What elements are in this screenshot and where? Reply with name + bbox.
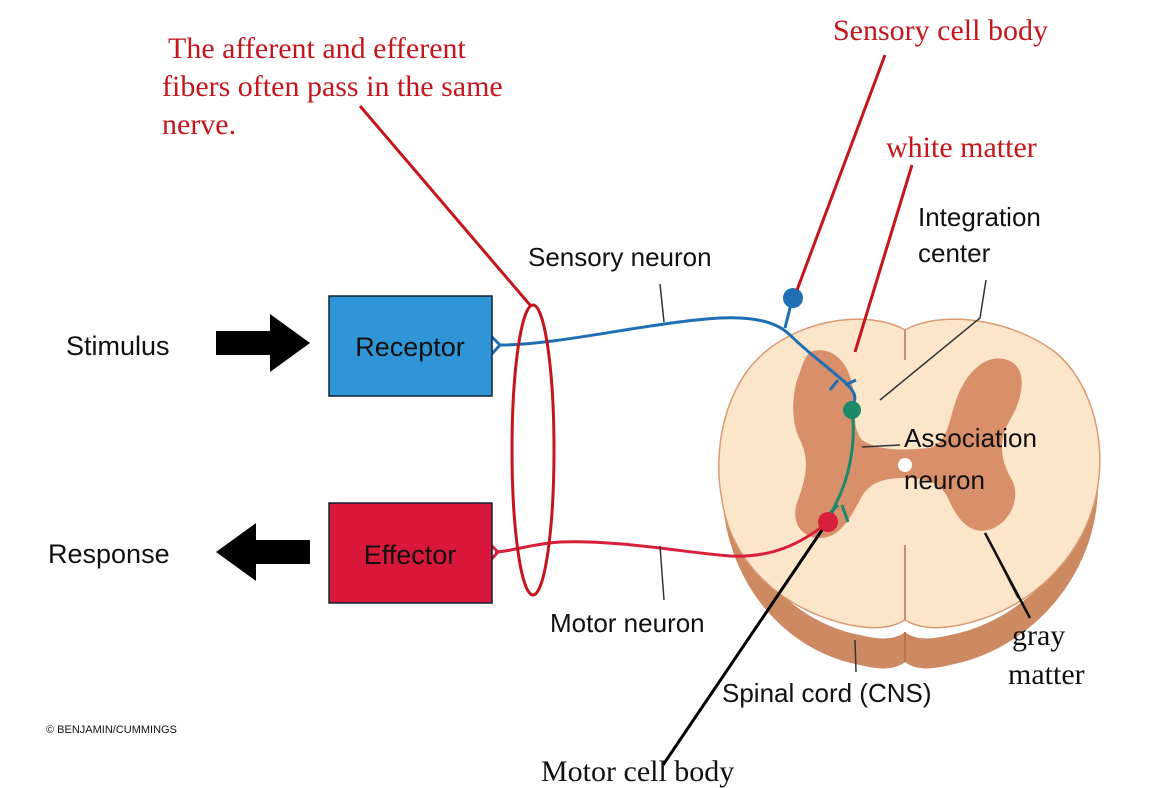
effector-label: Effector (364, 540, 457, 570)
sensory-cell-body (783, 288, 803, 308)
afferent-efferent-note-1: The afferent and efferent (168, 32, 467, 65)
integration-center-label-1: Integration (918, 202, 1041, 232)
receptor-label: Receptor (355, 332, 465, 362)
motor-cell-body-note: Motor cell body (541, 755, 734, 788)
effector: Effector (329, 503, 492, 603)
association-neuron-label-1: Association (904, 423, 1037, 453)
afferent-efferent-note-2: fibers often pass in the same (162, 70, 503, 103)
white-matter-note: white matter (886, 131, 1037, 164)
response-label: Response (48, 539, 170, 569)
integration-center-label-2: center (918, 238, 991, 268)
motor-neuron-label: Motor neuron (550, 608, 705, 638)
stimulus-label: Stimulus (66, 331, 170, 361)
spinal-cord-leader (855, 640, 856, 672)
spinal-cord-label: Spinal cord (CNS) (722, 678, 932, 708)
receptor: Receptor (329, 296, 492, 396)
sensory-cell-body-note: Sensory cell body (833, 14, 1048, 47)
gray-matter-note-2: matter (1008, 658, 1085, 691)
copyright-label: © BENJAMIN/CUMMINGS (46, 724, 177, 736)
gray-matter-note-1: gray (1012, 619, 1065, 652)
sensory-neuron-label: Sensory neuron (528, 242, 712, 272)
association-neuron-label-2: neuron (904, 465, 985, 495)
afferent-efferent-note-3: nerve. (162, 108, 236, 141)
